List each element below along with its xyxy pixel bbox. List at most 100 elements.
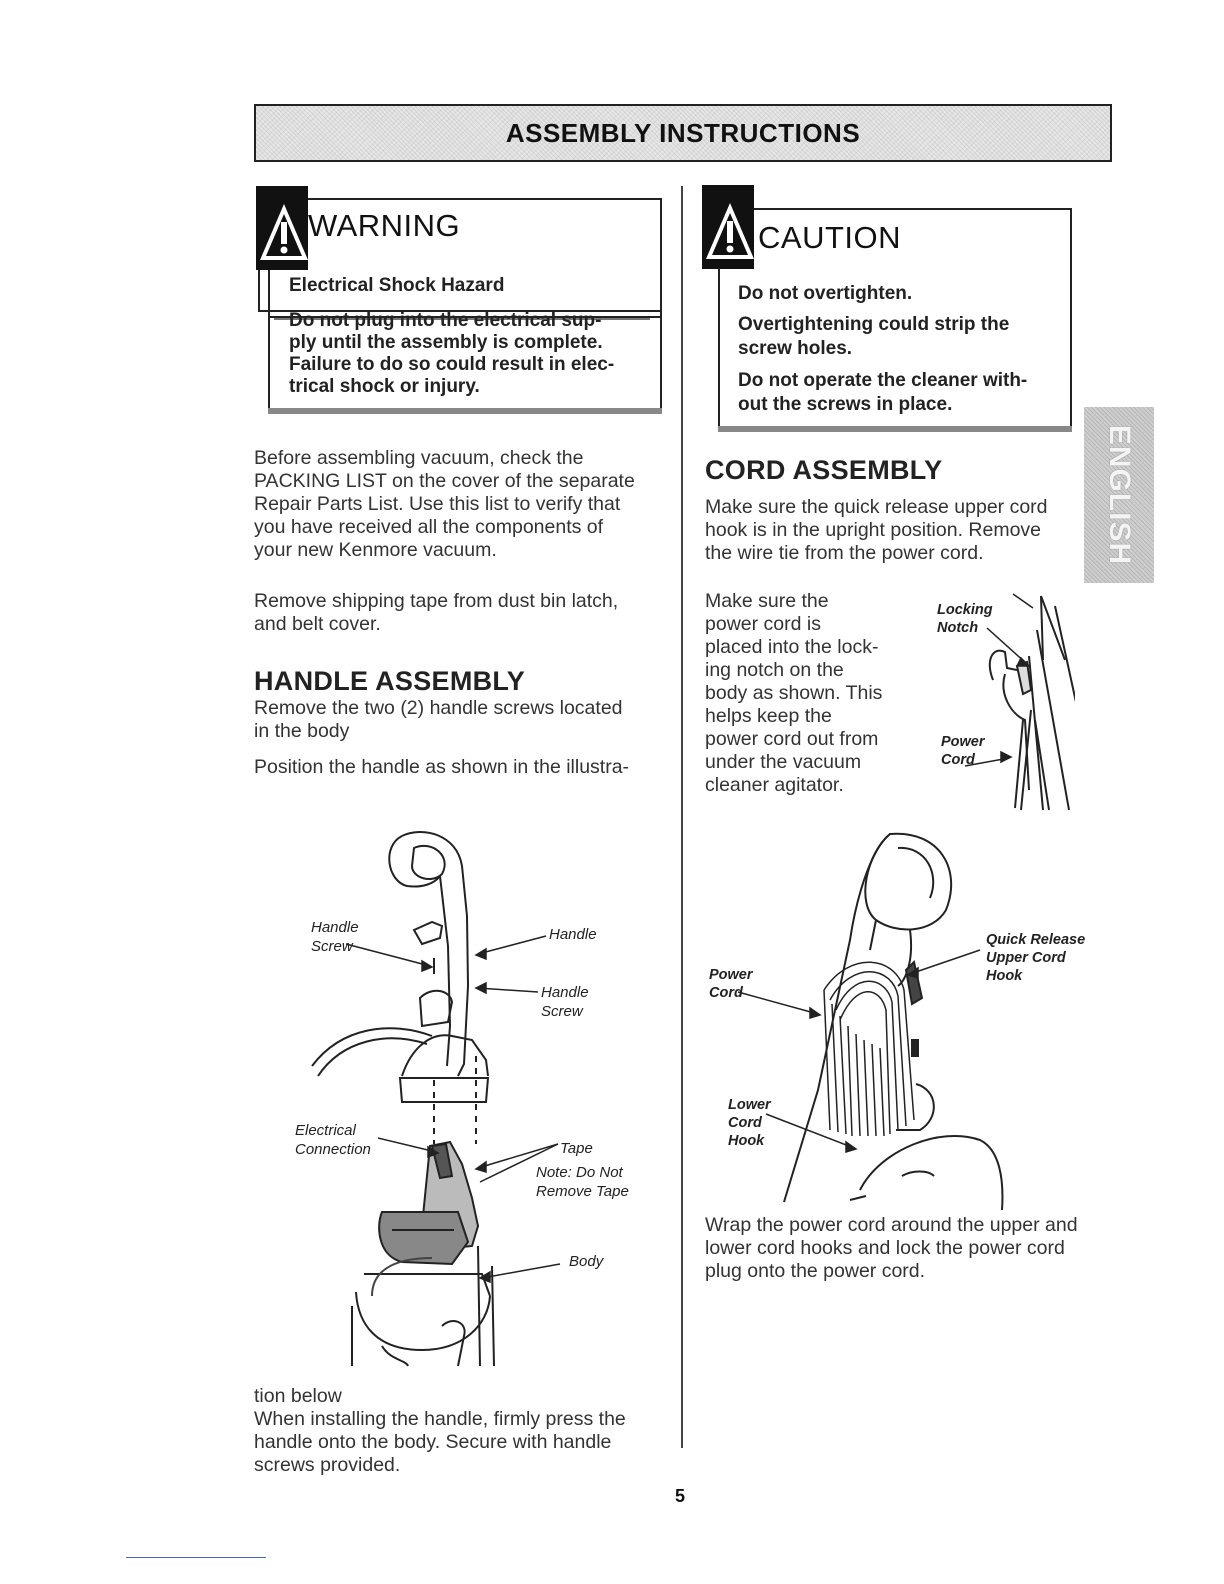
cord-line: helps keep the	[705, 705, 832, 727]
callout-line: Connection	[295, 1141, 371, 1158]
warning-line-5: trical shock or injury.	[289, 376, 480, 397]
warning-title: WARNING	[308, 208, 461, 243]
handle-line: When installing the handle, firmly press…	[254, 1408, 626, 1430]
callout-line: Handle	[541, 984, 589, 1001]
section-header-bar: ASSEMBLY INSTRUCTIONS	[254, 104, 1112, 162]
warning-line-1: Electrical Shock Hazard	[289, 275, 505, 296]
callout-line: Electrical	[295, 1122, 356, 1139]
cord-wrap-illustration	[737, 832, 1004, 1210]
caution-title: CAUTION	[758, 220, 901, 255]
caution-bottom-rule	[718, 426, 1072, 432]
footer-rule	[126, 1557, 266, 1558]
callout-line: Upper Cord	[986, 950, 1066, 966]
caution-line-2: Overtightening could strip the	[738, 314, 1010, 335]
warning-tab	[256, 186, 308, 270]
intro-line: your new Kenmore vacuum.	[254, 539, 497, 561]
cord-line: the wire tie from the power cord.	[705, 542, 984, 564]
cord-paragraph-1: Make sure the quick release upper cord h…	[705, 496, 1048, 565]
label-handle-screw-left: Handle Screw	[311, 918, 359, 956]
label-body: Body	[569, 1253, 604, 1270]
cord-paragraph-2: Make sure the power cord is placed into …	[705, 590, 882, 797]
page-number: 5	[674, 1486, 685, 1506]
callout-line: Cord	[709, 985, 743, 1001]
warning-title-rule	[308, 198, 662, 200]
column-divider	[681, 186, 683, 1448]
handle-paragraph-1: Remove the two (2) handle screws located…	[254, 697, 623, 743]
handle-line: handle onto the body. Secure with handle	[254, 1431, 612, 1453]
label-locking-notch: Locking Notch	[937, 601, 993, 637]
intro-line: PACKING LIST on the cover of the separat…	[254, 470, 635, 492]
handle-line: Remove the two (2) handle screws located	[254, 697, 623, 719]
warning-box-border	[268, 198, 662, 410]
tape-line: and belt cover.	[254, 613, 381, 635]
cord-assembly-heading: CORD ASSEMBLY	[705, 455, 943, 485]
handle-assembly-illustration	[311, 831, 561, 1367]
handle-line: in the body	[254, 720, 350, 742]
intro-line: you have received all the components of	[254, 516, 604, 538]
caution-title-rule	[754, 208, 1072, 210]
cord-line: placed into the lock-	[705, 636, 879, 658]
callout-line: Handle	[311, 919, 359, 936]
warning-triangle-icon	[260, 204, 308, 260]
callout-line: Quick Release	[986, 932, 1086, 948]
cord-line: power cord is	[705, 613, 821, 635]
callout-line: Note: Do Not	[536, 1164, 623, 1181]
callout-line: Hook	[986, 968, 1023, 984]
callout-line: Notch	[937, 620, 979, 636]
label-power-cord-wrap: Power Cord	[709, 966, 753, 1002]
warning-line-2: Do not plug into the electrical sup-	[289, 310, 602, 331]
callout-line: Power	[941, 734, 985, 750]
intro-line: Before assembling vacuum, check the	[254, 447, 584, 469]
cord-line: body as shown. This	[705, 682, 883, 704]
callout-line: Power	[709, 967, 753, 983]
cord-line: power cord out from	[705, 728, 879, 750]
language-side-tab: ENGLISH	[1084, 407, 1154, 583]
cord-line: Wrap the power cord around the upper and	[705, 1214, 1078, 1236]
intro-line: Repair Parts List. Use this list to veri…	[254, 493, 621, 515]
callout-line: Locking	[937, 602, 993, 618]
intro-paragraph: Before assembling vacuum, check the PACK…	[254, 447, 635, 562]
caution-tab	[702, 185, 754, 269]
callout-line: Remove Tape	[536, 1183, 629, 1200]
callout-line: Screw	[311, 938, 353, 955]
warning-bottom-rule	[268, 408, 662, 414]
caution-line-3: screw holes.	[738, 338, 853, 359]
cord-line: cleaner agitator.	[705, 774, 844, 796]
label-lower-cord-hook: Lower Cord Hook	[728, 1096, 771, 1150]
handle-line: screws provided.	[254, 1454, 401, 1476]
cord-line: under the vacuum	[705, 751, 862, 773]
callout-line: Cord	[728, 1115, 762, 1131]
label-electrical-connection: Electrical Connection	[295, 1121, 371, 1159]
label-quick-release-upper-cord-hook: Quick Release Upper Cord Hook	[986, 931, 1085, 985]
locking-notch-illustration	[964, 593, 1075, 811]
caution-line-4: Do not operate the cleaner with-	[738, 370, 1028, 391]
handle-line: tion below	[254, 1385, 342, 1407]
cord-line: Make sure the	[705, 590, 829, 612]
callout-line: Lower	[728, 1097, 771, 1113]
caution-left-rule	[718, 268, 720, 430]
cord-line: plug onto the power cord.	[705, 1260, 926, 1282]
handle-paragraph-2: Position the handle as shown in the illu…	[254, 756, 630, 778]
label-power-cord-notch: Power Cord	[941, 733, 985, 769]
tape-line: Remove shipping tape from dust bin latch…	[254, 590, 619, 612]
cord-line: Make sure the quick release upper cord	[705, 496, 1048, 518]
label-handle: Handle	[549, 926, 597, 943]
label-tape: Tape	[560, 1140, 593, 1157]
callout-line: Screw	[541, 1003, 583, 1020]
language-tab-label: ENGLISH	[1103, 424, 1137, 566]
handle-paragraph-3: tion below When installing the handle, f…	[254, 1385, 626, 1477]
cord-line: ing notch on the	[705, 659, 844, 681]
callout-line: Hook	[728, 1133, 765, 1149]
warning-left-rule	[268, 270, 270, 410]
caution-line-1: Do not overtighten.	[738, 283, 913, 304]
cord-paragraph-3: Wrap the power cord around the upper and…	[705, 1214, 1078, 1283]
section-title: ASSEMBLY INSTRUCTIONS	[505, 118, 861, 148]
warning-line-4: Failure to do so could result in elec-	[289, 354, 615, 375]
caution-line-5: out the screws in place.	[738, 394, 953, 415]
warning-line-3: ply until the assembly is complete.	[289, 332, 603, 353]
label-note-do-not-remove-tape: Note: Do Not Remove Tape	[536, 1163, 629, 1201]
tape-paragraph: Remove shipping tape from dust bin latch…	[254, 590, 618, 636]
callout-line: Cord	[941, 752, 975, 768]
cord-line: hook is in the upright position. Remove	[705, 519, 1042, 541]
label-handle-screw-right: Handle Screw	[541, 983, 589, 1021]
